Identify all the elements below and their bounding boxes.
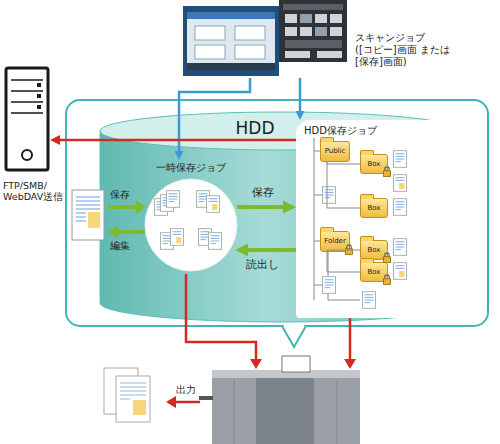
tree-line [327, 162, 360, 164]
edit-label: 編集 [110, 240, 130, 252]
system-frame [66, 100, 488, 347]
server-tower [6, 68, 48, 170]
node-label: Box [361, 246, 387, 254]
save-label: 保存 [110, 189, 130, 201]
tree-line [327, 162, 360, 208]
node-label: Public [321, 147, 349, 155]
edge-label: 保存 [252, 186, 274, 199]
folder-tree-trunk [314, 138, 360, 300]
scan-arrow [179, 78, 250, 151]
folder-icon: Folder [320, 231, 350, 252]
edge-label: 読出し [246, 258, 279, 271]
box-icon: Box [360, 154, 388, 174]
temp-job-circle: 一時保存ジョブ [141, 160, 241, 274]
output-pages [104, 368, 150, 422]
scan-job-screens: スキャンジョブ ([コピー]画面 または[保存]画面) [183, 0, 348, 78]
circle-shape [145, 179, 237, 271]
node-label: HDD [225, 118, 285, 138]
temp-job-pages [154, 191, 221, 250]
hdd: HDD一時保存ジョブHDD保存ジョブPublicBoxBoxFolderBoxB… [100, 112, 462, 324]
node-label: Folder [321, 237, 349, 245]
node-label: Box [361, 160, 387, 168]
edit-document [72, 190, 104, 240]
node-label: 一時保存ジョブ [141, 162, 241, 174]
node-label: スキャンジョブ ([コピー]画面 または[保存]画面) [355, 32, 467, 68]
green-arrow [108, 200, 146, 239]
save-arrow [237, 205, 283, 209]
scan-arrow [299, 78, 302, 111]
box-icon: Box [360, 262, 388, 282]
output-label: 出力 [176, 384, 196, 396]
stored-job-panel: HDD保存ジョブPublicBoxBoxFolderBoxBox [296, 120, 476, 318]
read-arrow [248, 248, 296, 252]
scan-screen [183, 0, 347, 76]
node-label: Box [361, 268, 387, 276]
folder-icon: Public [320, 141, 350, 162]
circle-outline [144, 178, 238, 272]
stored-job-pages [322, 151, 406, 309]
node-label: FTP/SMB/ WebDAV送信 [3, 180, 69, 203]
box-icon: Box [360, 198, 388, 218]
lock-icon [346, 167, 391, 285]
tree-line [327, 252, 360, 272]
send-arrow [60, 139, 296, 142]
node-label: Box [361, 204, 387, 212]
output-arrow [166, 396, 200, 408]
printer [199, 356, 360, 444]
node-label: HDD保存ジョブ [304, 125, 424, 137]
tree-line [327, 250, 360, 252]
box-icon: Box [360, 240, 388, 260]
server: FTP/SMB/ WebDAV送信 [5, 68, 50, 173]
